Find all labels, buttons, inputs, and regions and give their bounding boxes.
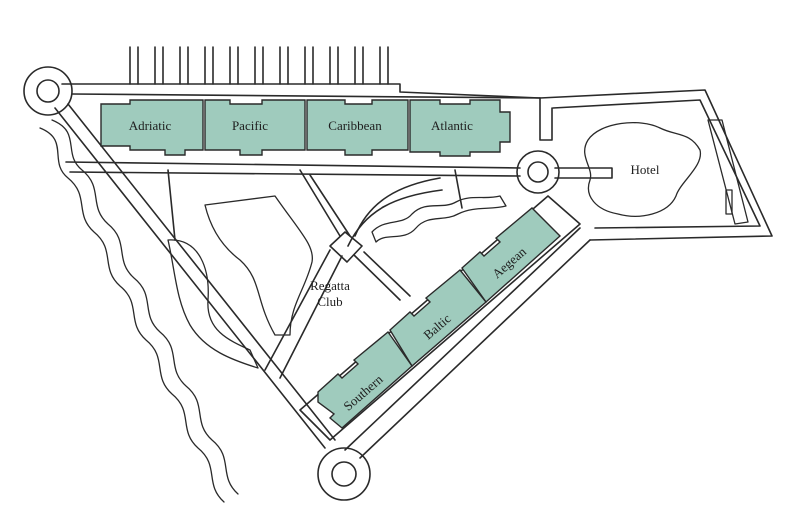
- road-network: [54, 83, 773, 459]
- building-caribbean-label: Caribbean: [328, 118, 382, 133]
- building-aegean-shape: [461, 207, 562, 304]
- building-atlantic-shape: [409, 99, 511, 157]
- building-atlantic-label: Atlantic: [431, 118, 473, 133]
- building-atlantic[interactable]: Atlantic: [409, 99, 511, 157]
- regatta-club-label-line1: Regatta: [310, 278, 350, 293]
- building-caribbean-shape: [306, 99, 409, 156]
- buildings: Adriatic Pacific Caribbean Atlantic Aege…: [100, 99, 562, 429]
- building-caribbean[interactable]: Caribbean: [306, 99, 409, 156]
- roundabout-south: [317, 447, 371, 501]
- building-adriatic[interactable]: Adriatic: [100, 99, 204, 156]
- lagoons: [167, 119, 749, 369]
- building-adriatic-label: Adriatic: [129, 118, 172, 133]
- roundabouts: [23, 66, 560, 501]
- regatta-club-label-line2: Club: [317, 294, 342, 309]
- building-pacific-shape: [204, 99, 306, 156]
- building-baltic-shape: [389, 269, 487, 368]
- building-southern[interactable]: Southern: [317, 330, 413, 429]
- building-adriatic-shape: [100, 99, 204, 156]
- roundabout-east: [516, 150, 560, 194]
- marina-piers: [129, 46, 389, 85]
- roundabout-northwest: [23, 66, 73, 116]
- building-pacific[interactable]: Pacific: [204, 99, 306, 156]
- building-southern-shape: [317, 330, 413, 429]
- building-pacific-label: Pacific: [232, 118, 268, 133]
- hotel-label: Hotel: [631, 162, 660, 177]
- shoreline: [39, 119, 239, 503]
